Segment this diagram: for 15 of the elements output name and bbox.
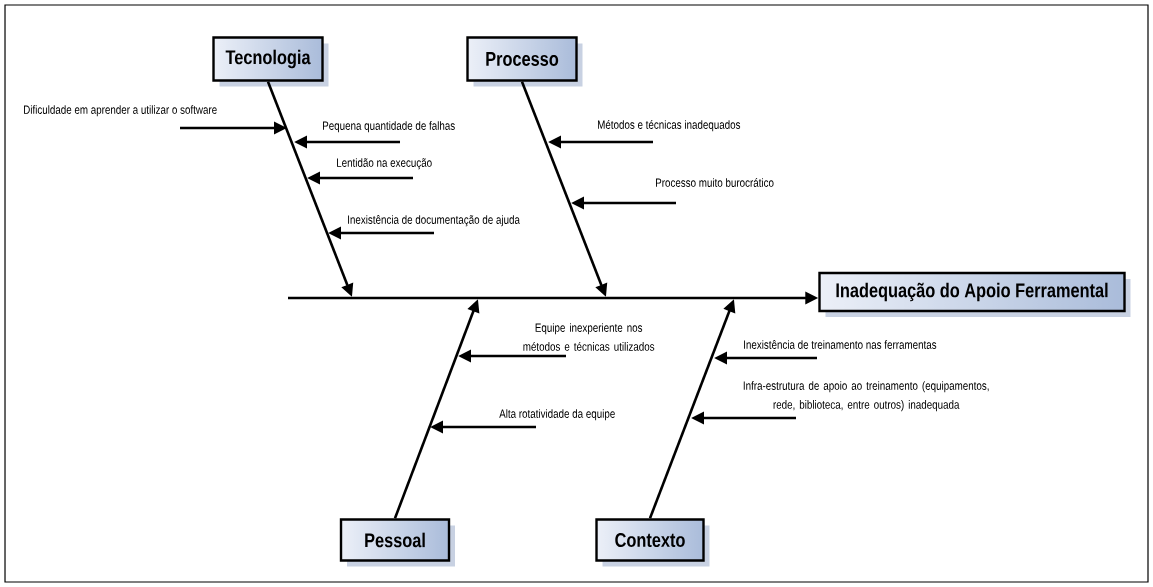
cause-label: Lentidão na execução bbox=[337, 158, 432, 170]
cause-label: Equipe inexperiente nos métodos e técnicas utilizados bbox=[523, 323, 655, 351]
category-box: Processo bbox=[466, 36, 583, 87]
cause-label: Dificuldade em aprender a utilizar o software bbox=[24, 105, 217, 117]
cause-label: Pequena quantidade de falhas bbox=[323, 121, 455, 133]
cause-label: Infra-estrutura de apoio ao treinamento (equipamentos, rede, biblioteca, entre outros) inadequada bbox=[743, 381, 989, 412]
category-box: Pessoal bbox=[339, 518, 455, 567]
cause-label: Inexistência de treinamento nas ferramentas bbox=[744, 340, 937, 349]
category-box: Contexto bbox=[595, 518, 710, 567]
category-box: Tecnologia bbox=[212, 36, 329, 87]
cause-label: Processo muito burocrático bbox=[656, 178, 774, 187]
cause-label: Alta rotatividade da equipe bbox=[499, 409, 615, 421]
effect-box: Inadequação do Apoio Ferramental bbox=[818, 271, 1131, 317]
cause-label: Métodos e técnicas inadequados bbox=[598, 120, 741, 132]
cause-label: Inexistência de documentação de ajuda bbox=[348, 215, 520, 227]
